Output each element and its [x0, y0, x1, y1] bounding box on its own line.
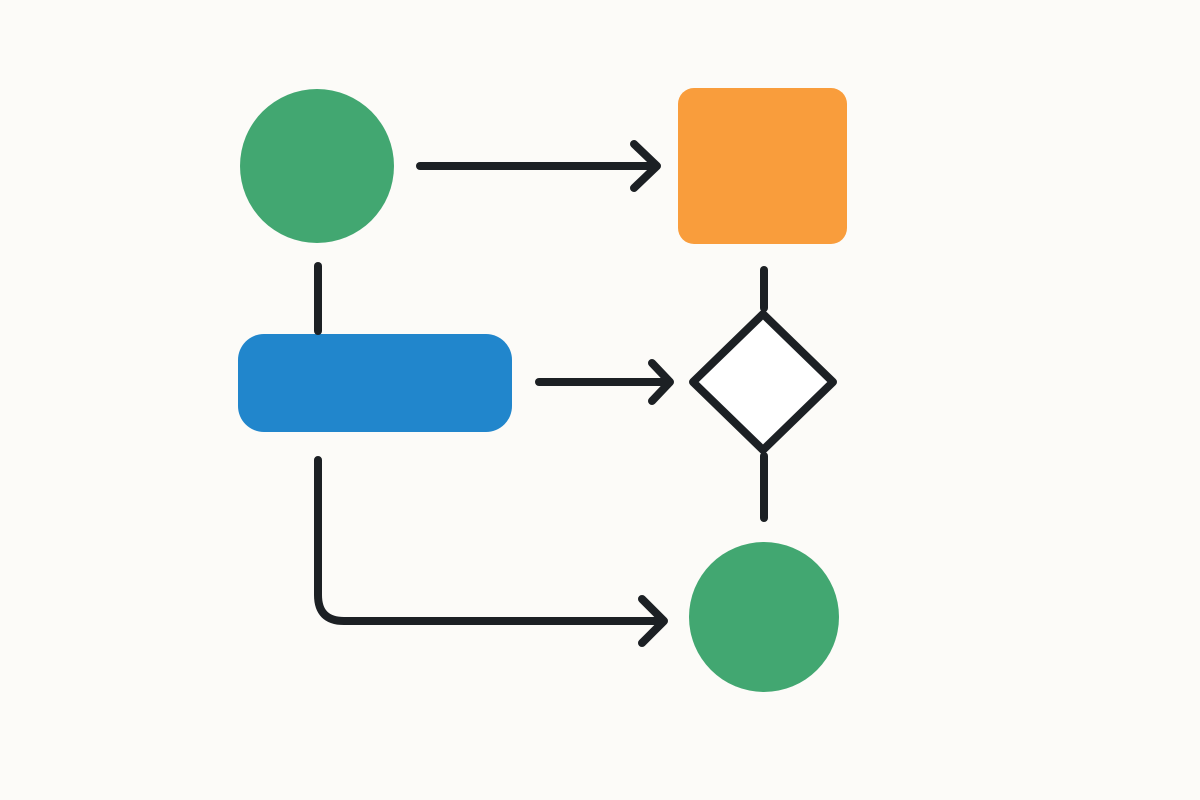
- decision-diamond-node: [689, 310, 837, 454]
- task-square-node: [678, 88, 847, 244]
- arrowhead-process-to-end: [638, 595, 668, 647]
- end-circle-node: [689, 542, 839, 692]
- connectors-group: [314, 140, 768, 647]
- edge-process-to-end: [314, 456, 666, 625]
- process-bar-node: [238, 334, 512, 432]
- arrowhead-process-to-decision: [648, 359, 674, 405]
- start-circle-node: [240, 89, 394, 243]
- arrowhead-start-to-task: [630, 140, 661, 192]
